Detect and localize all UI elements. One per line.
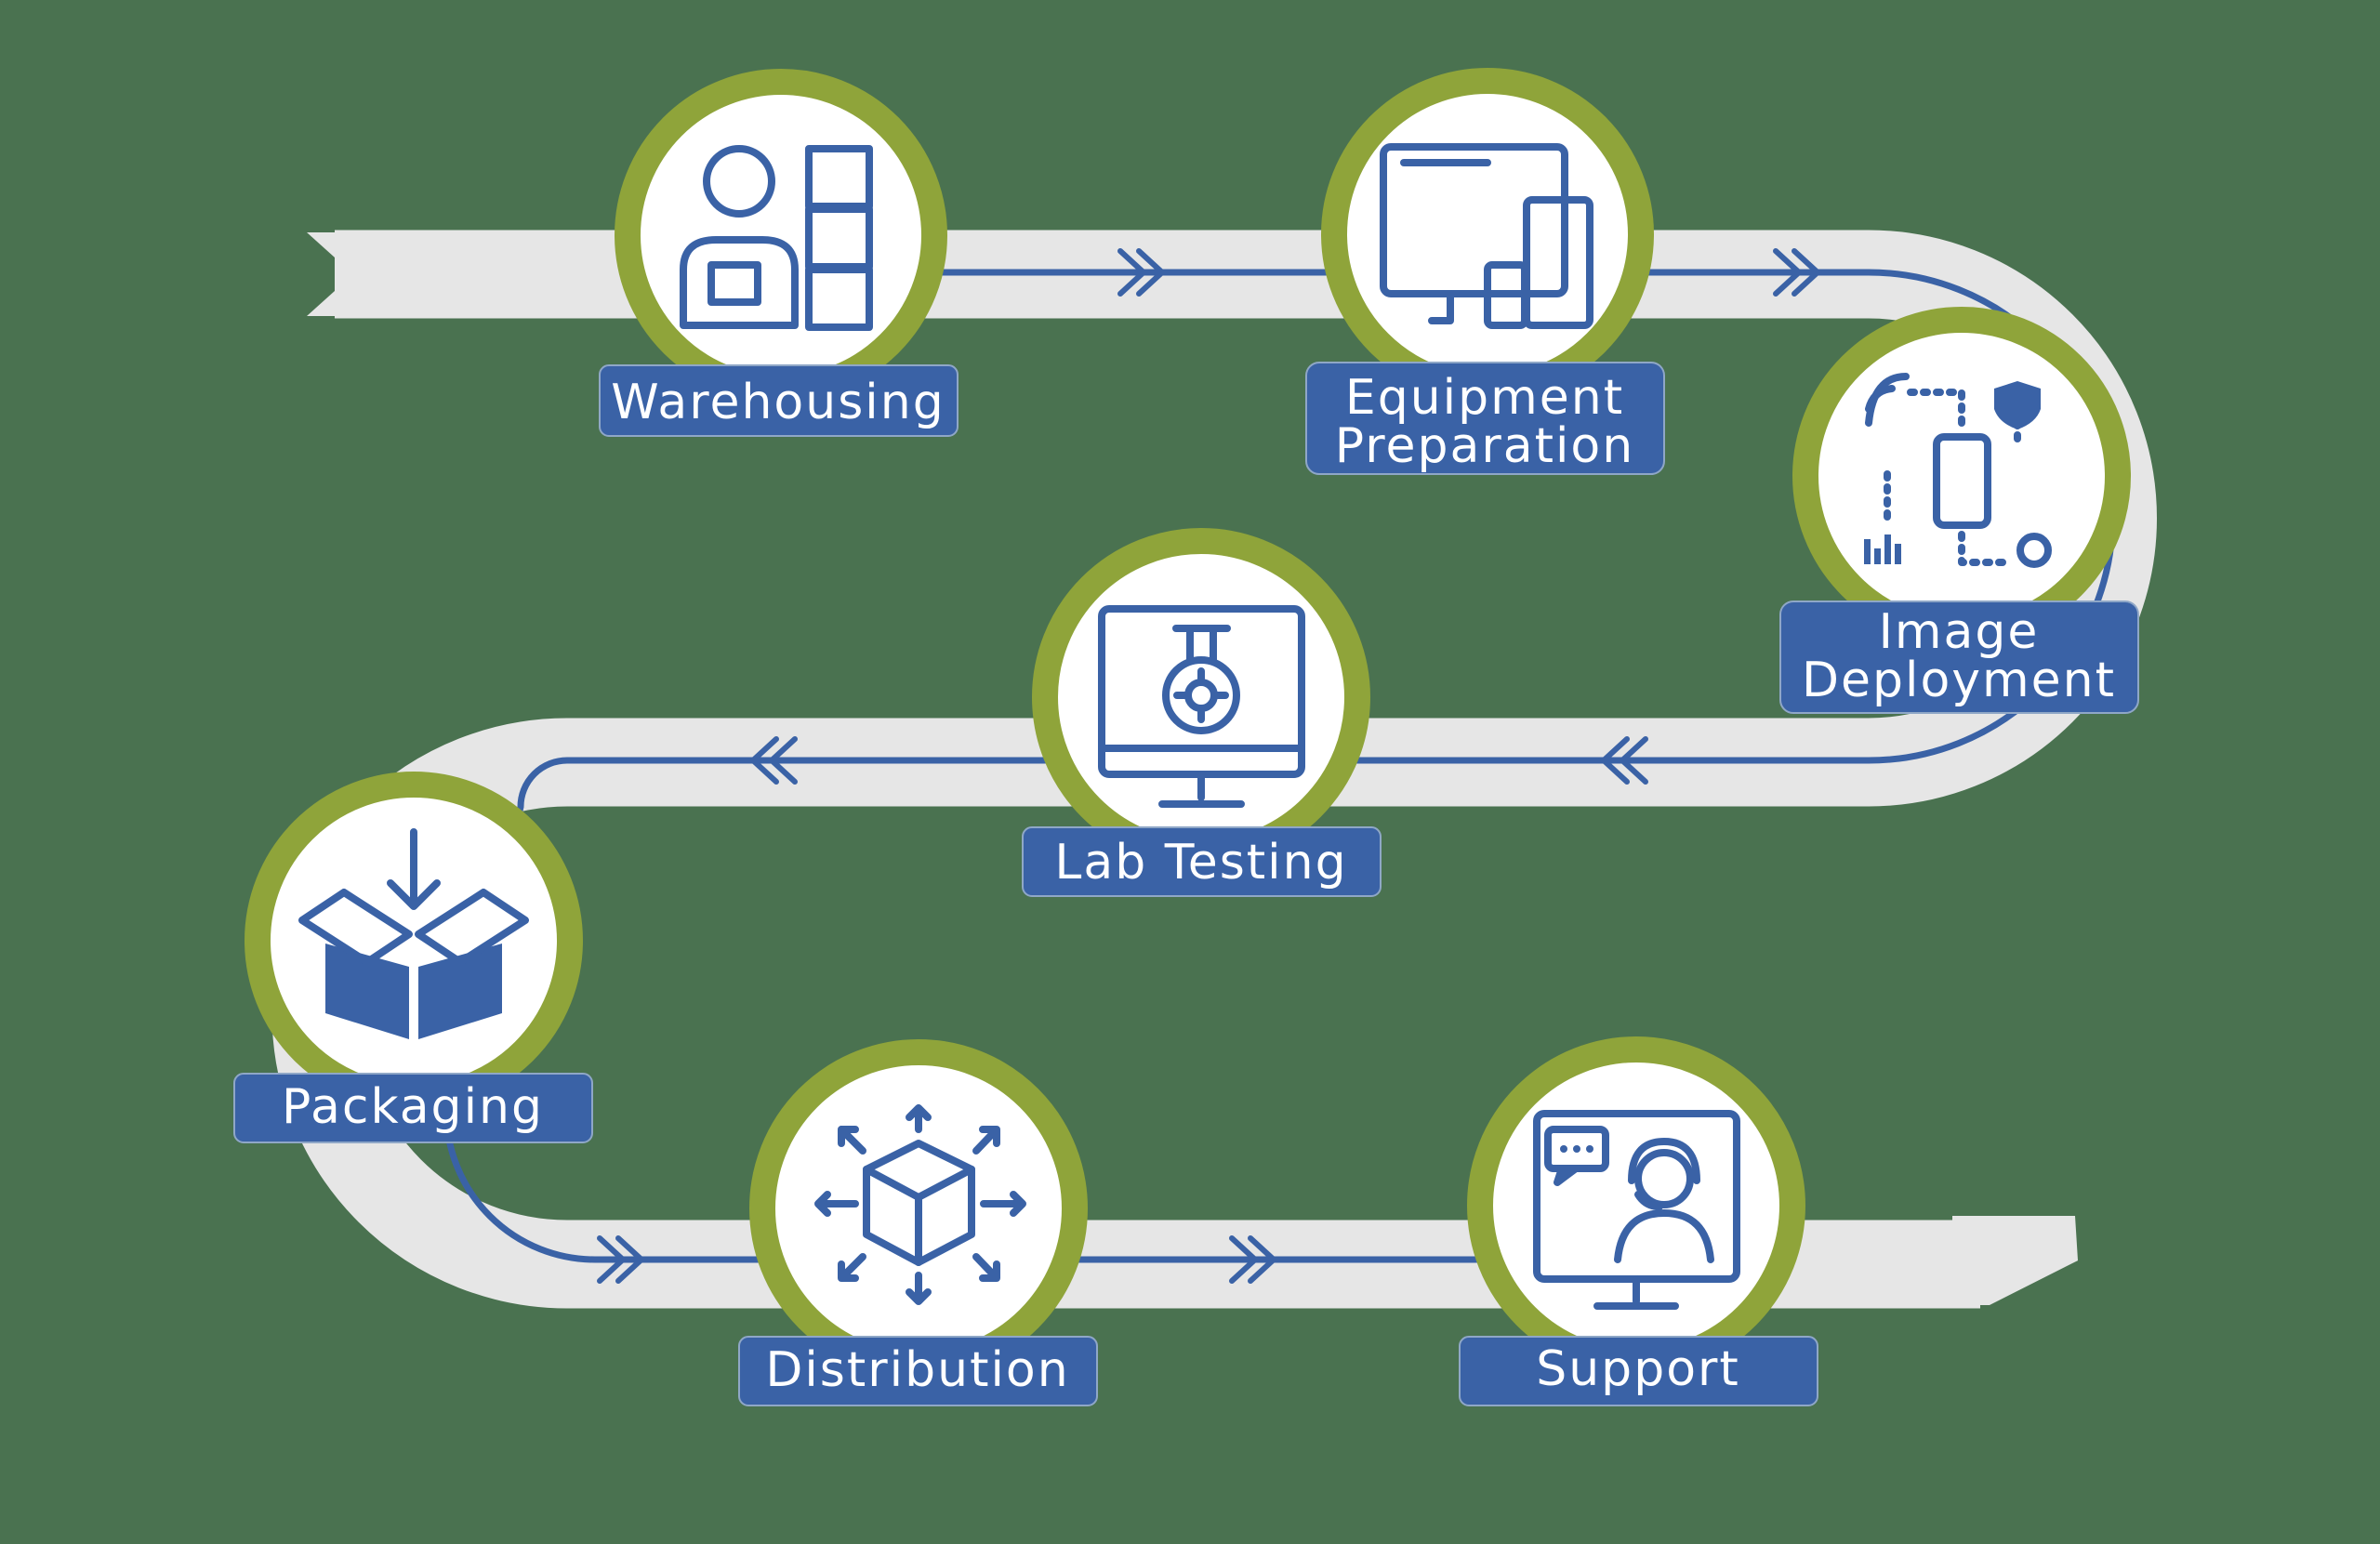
step-distribution: Distribution: [738, 1039, 1098, 1406]
step-lab-testing: Lab Testing: [1022, 528, 1382, 897]
chevron-left-icon: [1601, 736, 1648, 785]
chevron-right-icon: [1773, 248, 1820, 297]
step-label-image: Image: [1879, 604, 2040, 660]
step-warehousing: Warehousing: [599, 69, 959, 437]
step-image-deployment: Image Deployment: [1779, 307, 2139, 714]
step-label-packaging: Packaging: [282, 1079, 544, 1135]
devices-icon: [1380, 143, 1593, 329]
step-label-equipment: Equipment: [1345, 370, 1624, 426]
mobile-network-icon: [1864, 373, 2052, 568]
warehouse-worker-icon: [680, 145, 873, 331]
box-arrows-out-icon: [814, 1104, 1026, 1305]
step-equipment-preparation: Equipment Preparation: [1305, 68, 1665, 475]
chevron-right-icon: [1117, 248, 1165, 297]
box-arrow-in-icon: [298, 828, 529, 1039]
flow-track-tip: [1980, 1216, 2078, 1305]
chevron-right-icon: [1229, 1235, 1276, 1284]
headset-support-icon: [1533, 1110, 1740, 1310]
step-packaging: Packaging: [233, 772, 593, 1143]
step-label-lab-testing: Lab Testing: [1054, 835, 1347, 891]
step-support: Support: [1459, 1036, 1818, 1406]
step-label-distribution: Distribution: [765, 1342, 1069, 1398]
step-label-warehousing: Warehousing: [611, 375, 945, 430]
step-label-deployment: Deployment: [1802, 653, 2116, 708]
step-label-preparation: Preparation: [1335, 418, 1634, 474]
chevron-left-icon: [750, 736, 798, 785]
monitor-flask-gear-icon: [1098, 605, 1305, 808]
step-label-support: Support: [1536, 1341, 1740, 1397]
chevron-right-icon: [597, 1235, 644, 1284]
